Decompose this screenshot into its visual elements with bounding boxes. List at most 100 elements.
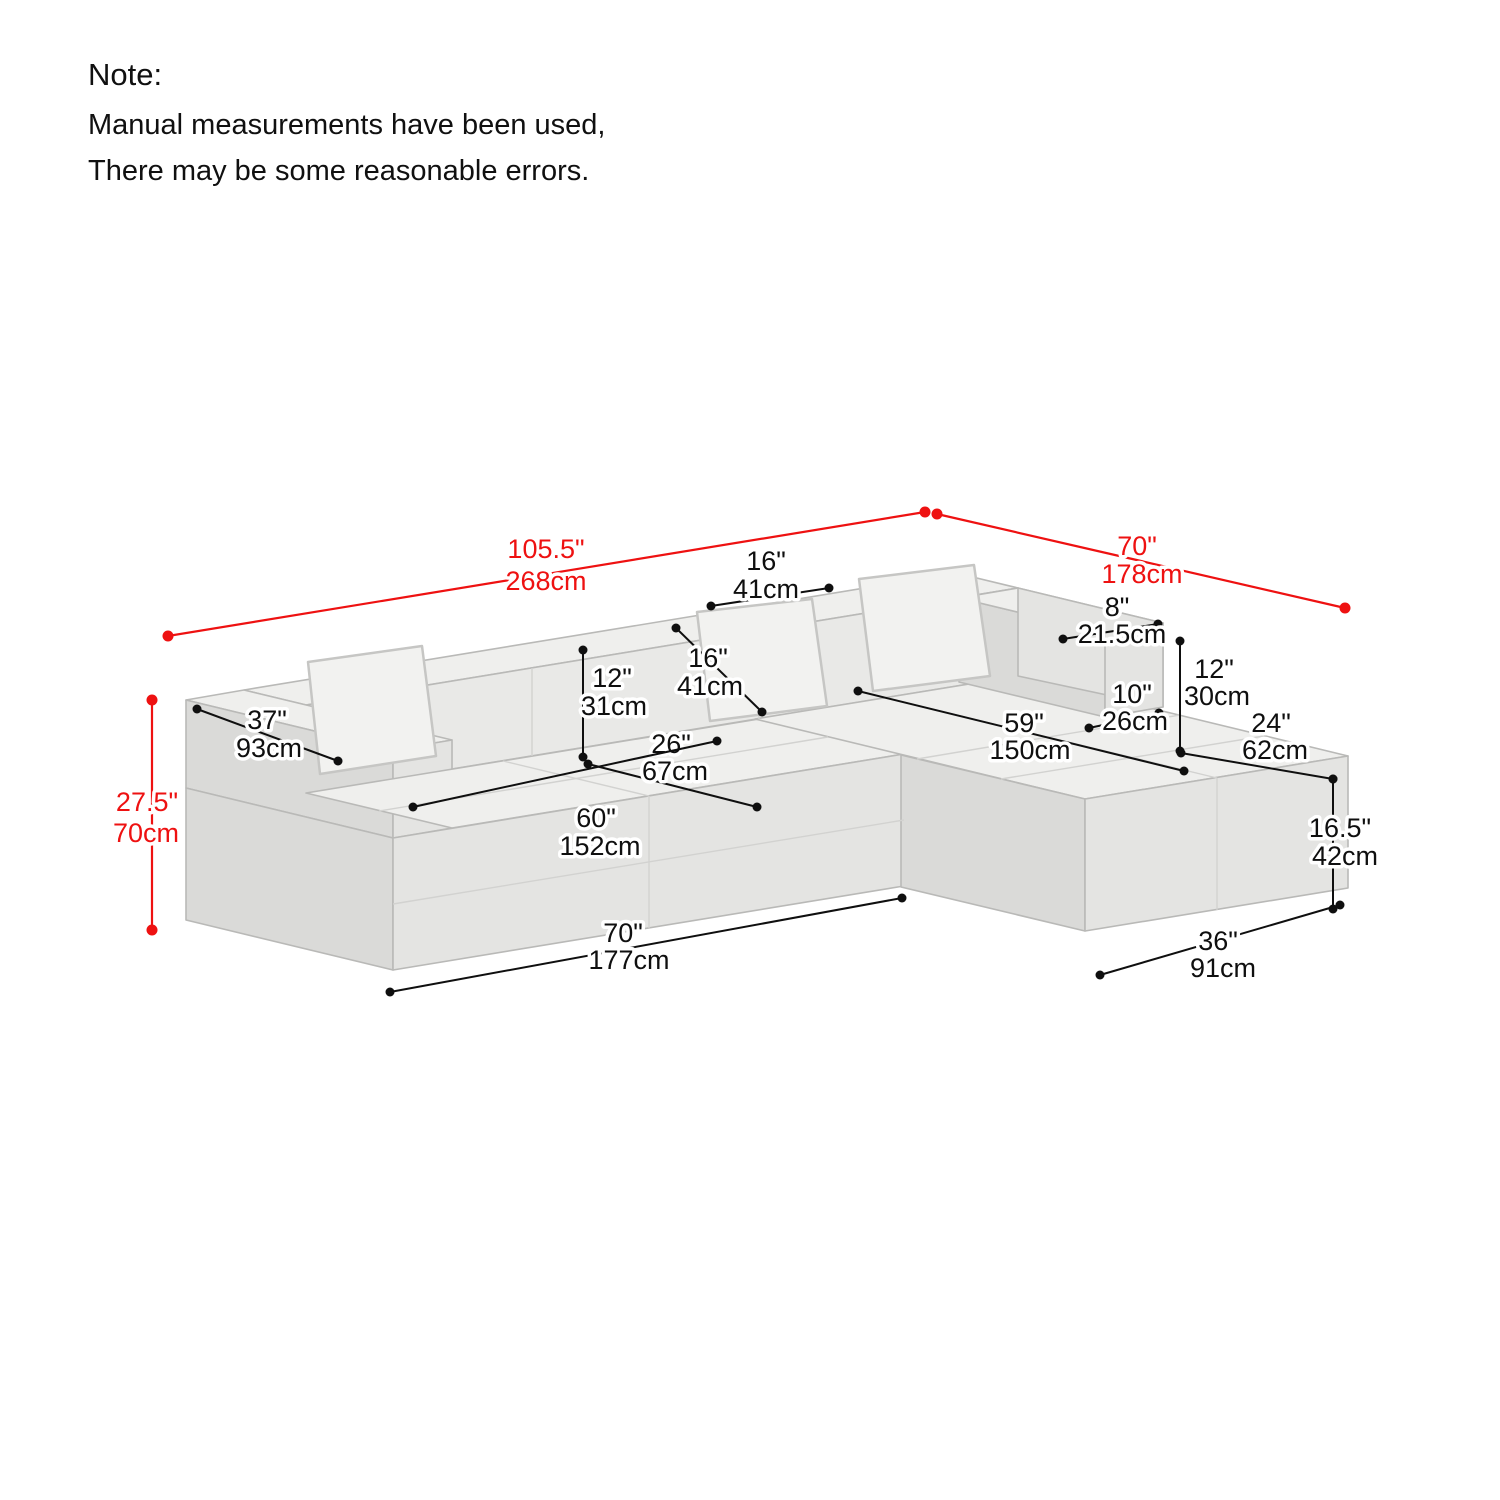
dim-label-inches: 70" (1117, 531, 1157, 561)
dim-label-cm: 91cm (1190, 953, 1256, 983)
dim-dot (1058, 634, 1068, 644)
dim-back-top-width: 16" 41cm (706, 543, 834, 611)
dim-label-cm: 41cm (733, 574, 799, 604)
dim-label-cm: 30cm (1184, 681, 1250, 711)
black-dimensions: 16" 41cm 16" 41cm 12" 31cm (192, 543, 1382, 997)
dim-dot (408, 802, 418, 812)
dim-label-inches: 16" (688, 643, 728, 673)
dim-label-cm: 178cm (1101, 559, 1182, 589)
dim-label-inches: 26" (651, 729, 691, 759)
dim-chaise-width: 36" 91cm (1095, 900, 1345, 987)
dim-arm-depth: 37" 93cm (192, 702, 343, 767)
dim-dot (578, 645, 588, 655)
dim-dot (919, 506, 931, 518)
dim-line (1062, 623, 1159, 640)
dim-line (587, 763, 758, 808)
dim-total-depth: 70" 178cm (931, 508, 1351, 614)
dim-dot (706, 601, 716, 611)
dim-label-cm: 152cm (559, 831, 640, 861)
dim-label-cm: 41cm (677, 671, 743, 701)
pillow-corner (857, 563, 992, 693)
dim-front-width: 70" 177cm (385, 893, 907, 997)
note: Note: Manual measurements have been used… (88, 52, 605, 194)
dim-label-inches: 27.5" (116, 787, 178, 817)
dim-chaise-end-width: 24" 62cm (1176, 705, 1338, 784)
dim-label-inches: 105.5" (507, 534, 584, 564)
dim-label-inches: 37" (247, 705, 287, 735)
dim-dot (146, 694, 158, 706)
dim-label-inches: 16.5" (1309, 813, 1371, 843)
dim-line (675, 627, 763, 713)
note-line-1: Manual measurements have been used, (88, 109, 606, 141)
dim-chaise-length: 59" 150cm (853, 686, 1189, 776)
dim-total-length: 105.5" 268cm (162, 506, 931, 642)
note-title: Note: (88, 57, 163, 92)
dim-dot (583, 759, 593, 769)
dim-dot (1084, 723, 1094, 733)
dim-label-inches: 59" (1004, 708, 1044, 738)
dim-label-cm: 268cm (505, 566, 586, 596)
dim-label-inches: 8" (1105, 592, 1130, 622)
note-line-2: There may be some reasonable errors. (88, 155, 590, 187)
dim-label-inches: 16" (746, 546, 786, 576)
dim-seat-depth: 26" 67cm (583, 726, 762, 812)
dim-dot (1153, 619, 1163, 629)
dim-label-cm: 26cm (1102, 706, 1168, 736)
dim-line (710, 587, 830, 607)
dim-dot (333, 756, 343, 766)
dim-label-inches: 70" (603, 918, 643, 948)
dim-dot (385, 987, 395, 997)
dim-dot (931, 508, 943, 520)
dim-dot (824, 583, 834, 593)
dim-line (857, 690, 1185, 772)
dim-dot (192, 704, 202, 714)
seam (392, 819, 905, 905)
dim-label-inches: 60" (576, 803, 616, 833)
dim-dot (1328, 774, 1338, 784)
dim-dot (897, 893, 907, 903)
sofa-illustration (185, 563, 1349, 971)
dim-dot (146, 924, 158, 936)
dim-label-cm: 21.5cm (1078, 619, 1167, 649)
dim-line (167, 510, 926, 638)
dim-dot (757, 707, 767, 717)
dim-overall-height: 27.5" 70cm (109, 694, 183, 936)
dim-right-back-cushion-depth: 10" 26cm (1084, 676, 1172, 740)
dim-seat-height: 16.5" 42cm (1305, 774, 1382, 914)
dim-right-back-height: 12" 30cm (1175, 636, 1254, 756)
dim-line (936, 512, 1346, 610)
dim-dot (752, 802, 762, 812)
dim-label-inches: 12" (592, 663, 632, 693)
dim-line (389, 897, 903, 993)
dim-label-cm: 31cm (581, 691, 647, 721)
dim-line (196, 708, 339, 762)
dim-line (1088, 712, 1160, 729)
dim-label-cm: 93cm (236, 733, 302, 763)
dim-dot (1154, 708, 1164, 718)
dim-dot (1335, 900, 1345, 910)
dim-label-inches: 10" (1112, 679, 1152, 709)
dim-right-back-top-depth: 8" 21.5cm (1058, 589, 1170, 653)
dim-dot (162, 630, 174, 642)
red-dimensions: 105.5" 268cm 70" 178cm 27.5" 70cm (109, 506, 1351, 936)
dim-label-inches: 24" (1251, 708, 1291, 738)
dim-dot (1176, 748, 1186, 758)
dim-line (412, 740, 718, 808)
dim-dot (712, 736, 722, 746)
dim-label-cm: 67cm (642, 756, 708, 786)
pillow-left (306, 644, 438, 776)
dim-dot (578, 752, 588, 762)
dim-backrest-height: 12" 31cm (577, 645, 651, 762)
dim-dot (1175, 636, 1185, 646)
dim-seat-width: 60" 152cm (408, 736, 722, 865)
dim-label-inches: 12" (1194, 654, 1234, 684)
dim-label-cm: 177cm (588, 945, 669, 975)
pillow-middle (695, 597, 829, 723)
dim-dot (1339, 602, 1351, 614)
dim-label-cm: 150cm (989, 735, 1070, 765)
dim-label-inches: 36" (1198, 926, 1238, 956)
dim-label-cm: 62cm (1242, 735, 1308, 765)
dim-dot (1095, 970, 1105, 980)
